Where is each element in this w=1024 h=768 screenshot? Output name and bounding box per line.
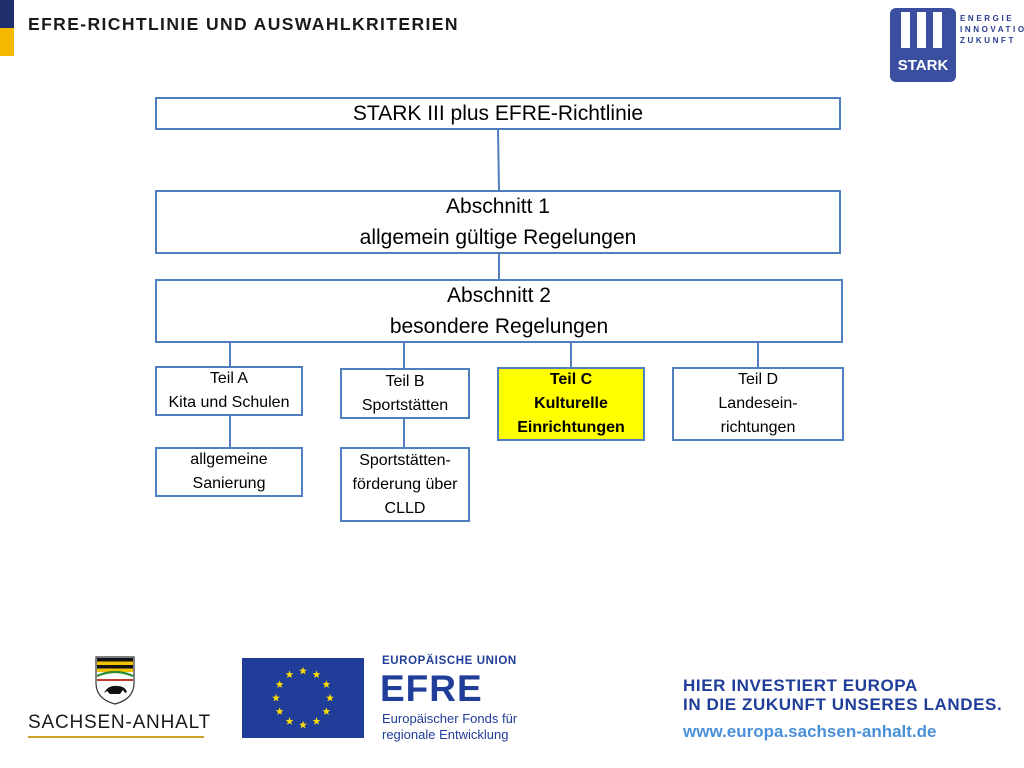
eu-heading: EUROPÄISCHE UNION [382, 655, 517, 667]
teil-c-title: Teil C [549, 371, 593, 388]
efre-description-line: regionale Entwicklung [382, 727, 509, 742]
sub-a-box: allgemeine Sanierung [155, 447, 303, 497]
eu-star [299, 720, 307, 729]
teil-d-line: richtungen [720, 419, 796, 436]
eu-star [322, 707, 331, 715]
state-name: SACHSEN-ANHALT [28, 712, 211, 733]
teil-a-subtitle: Kita und Schulen [168, 394, 290, 411]
eu-star [285, 670, 294, 679]
stark-tagline: ENERGIE INNOVATION ZUKUNFT [960, 13, 1024, 46]
teil-b-subtitle: Sportstätten [361, 396, 449, 414]
efre-description-line: Europäischer Fonds für [382, 711, 518, 726]
root-box: STARK III plus EFRE-Richtlinie [155, 97, 841, 130]
section2-box: Abschnitt 2 besondere Regelungen [155, 279, 843, 343]
connector-root-section1 [497, 128, 500, 192]
section2-title: Abschnitt 2 [447, 284, 551, 307]
page-title: EFRE-RICHTLINIE UND AUSWAHLKRITERIEN [28, 14, 459, 34]
eu-star [285, 717, 294, 725]
efre-description: Europäischer Fonds für regionale Entwick… [382, 711, 517, 743]
section1-subtitle: allgemein gültige Regelungen [359, 226, 637, 249]
sub-b-line: CLLD [384, 499, 426, 517]
state-underline [28, 736, 204, 738]
teil-b-box: Teil B Sportstätten [340, 368, 470, 419]
eu-flag-icon [242, 658, 364, 738]
tagline-line: ZUKUNFT [960, 36, 1016, 45]
tagline-line: ENERGIE [960, 14, 1015, 23]
sub-b-line: förderung über [352, 475, 458, 493]
root-label: STARK III plus EFRE-Richtlinie [352, 102, 644, 125]
slogan-line: HIER INVESTIERT EUROPA [683, 676, 918, 695]
eu-star [326, 693, 334, 702]
sub-a-line: allgemeine [190, 451, 268, 468]
teil-d-box: Teil D Landesein- richtungen [672, 367, 844, 441]
eu-star [322, 680, 331, 688]
stark-logo: STARK [890, 8, 956, 82]
teil-d-title: Teil D [737, 371, 778, 388]
section1-box: Abschnitt 1 allgemein gültige Regelungen [155, 190, 841, 254]
section2-subtitle: besondere Regelungen [389, 315, 609, 338]
stark-wordmark: STARK [898, 57, 949, 74]
sub-b-box: Sportstätten- förderung über CLLD [340, 447, 470, 522]
teil-b-title: Teil B [385, 372, 425, 390]
eu-star [275, 680, 284, 688]
eu-star [275, 707, 284, 715]
sub-a-line: Sanierung [192, 475, 266, 492]
eu-star [299, 666, 307, 675]
coat-of-arms-icon [95, 656, 135, 705]
teil-a-box: Teil A Kita und Schulen [155, 366, 303, 416]
efre-wordmark: EFRE [380, 668, 483, 709]
sub-b-line: Sportstätten- [359, 451, 451, 469]
eu-star [312, 717, 321, 725]
accent-bar [0, 0, 14, 56]
teil-c-line: Einrichtungen [517, 419, 625, 436]
slogan-line: IN DIE ZUKUNFT UNSERES LANDES. [683, 695, 1003, 714]
slogan: HIER INVESTIERT EUROPA IN DIE ZUKUNFT UN… [683, 676, 1002, 714]
website-link[interactable]: www.europa.sachsen-anhalt.de [683, 722, 937, 741]
eu-star [312, 670, 321, 679]
teil-c-box: Teil C Kulturelle Einrichtungen [497, 367, 645, 441]
teil-c-line: Kulturelle [534, 395, 608, 412]
section1-title: Abschnitt 1 [446, 195, 550, 218]
eu-star [272, 693, 280, 702]
tagline-line: INNOVATION [960, 25, 1024, 34]
teil-d-line: Landesein- [718, 395, 798, 412]
teil-a-title: Teil A [209, 370, 249, 387]
